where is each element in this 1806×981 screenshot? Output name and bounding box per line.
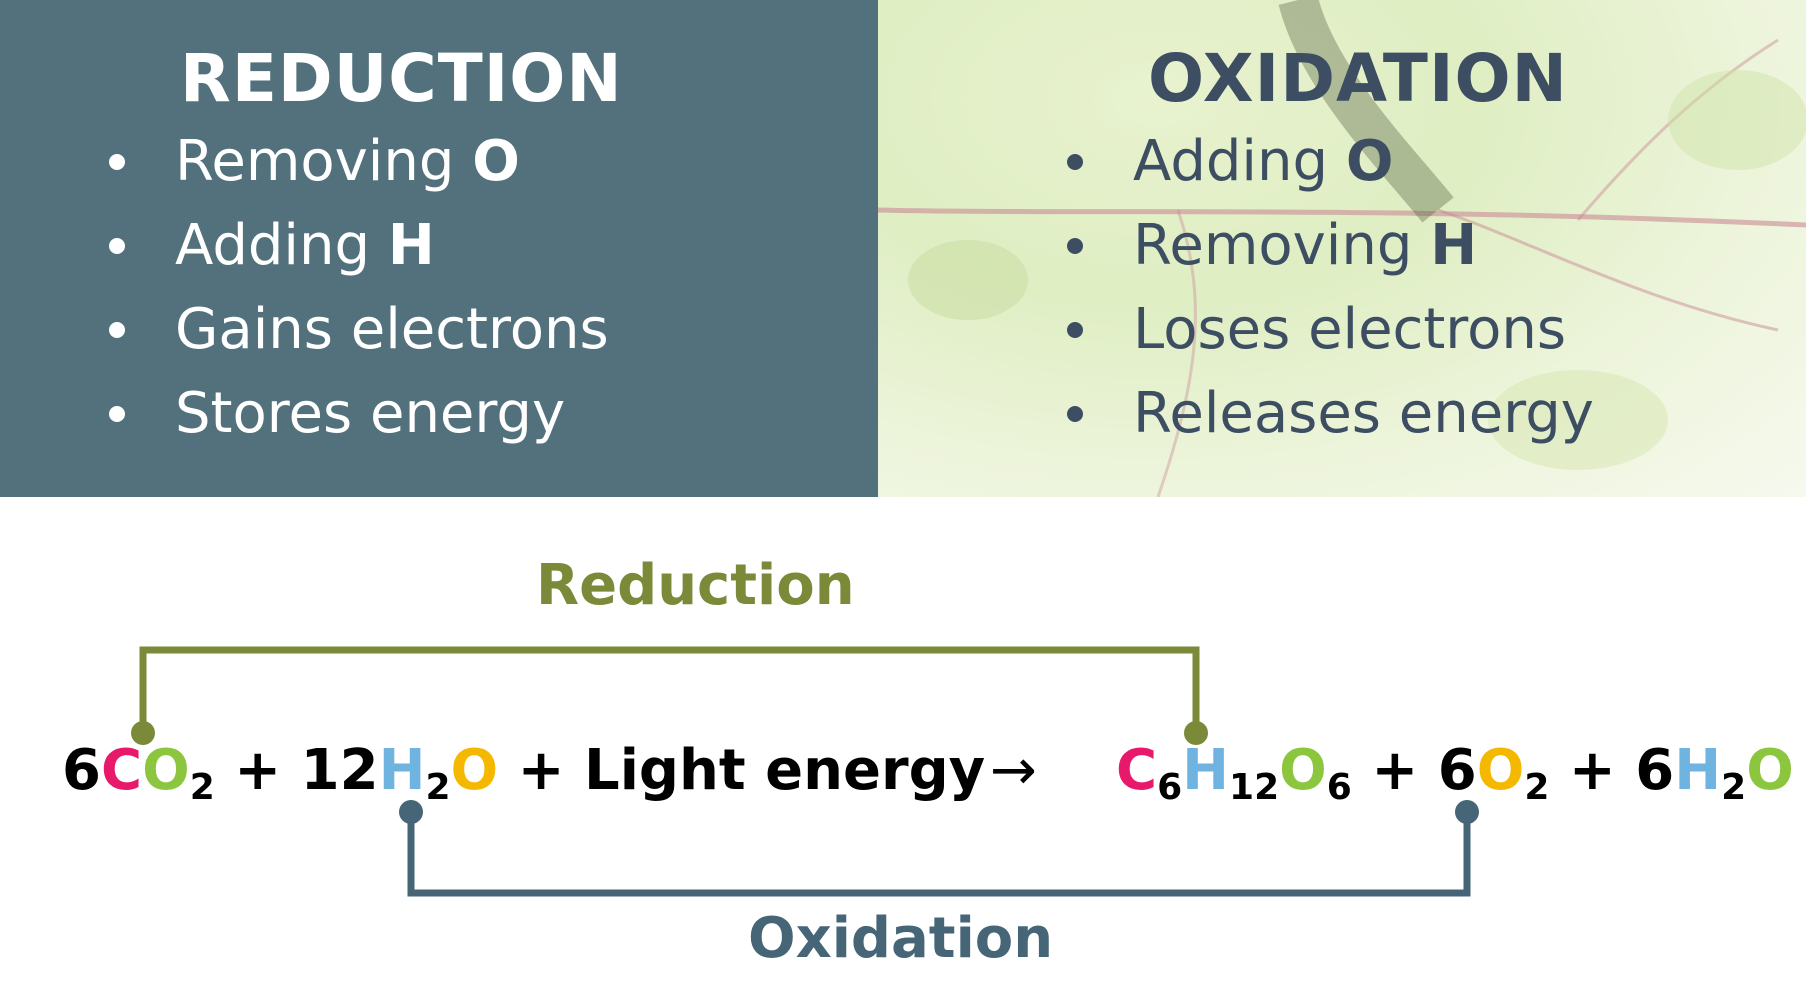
bullet-icon <box>109 154 125 170</box>
bullet-icon <box>1067 154 1083 170</box>
reduction-panel <box>0 0 878 497</box>
oxidation-label: Oxidation <box>748 906 1054 971</box>
oxidation-panel <box>878 0 1806 497</box>
oxidation-item: Removing H <box>1067 204 1594 288</box>
reduction-label: Reduction <box>536 553 855 618</box>
reduction-item-text: Gains electrons <box>175 297 609 362</box>
bullet-icon <box>109 322 125 338</box>
reduction-start-marker <box>131 721 155 745</box>
bullet-icon <box>1067 406 1083 422</box>
reduction-item-text: Adding <box>175 213 388 278</box>
oxidation-bracket <box>407 812 1471 897</box>
oxidation-item-text: Loses electrons <box>1133 297 1567 362</box>
reduction-bracket <box>139 646 1200 733</box>
oxidation-item-element: H <box>1430 213 1478 278</box>
reaction-arrow-icon: → <box>990 738 1037 803</box>
oxidation-heading: OXIDATION <box>1148 40 1568 117</box>
leaf-background-image <box>878 0 1806 497</box>
oxidation-item: Adding O <box>1067 120 1594 204</box>
oxidation-item-element: O <box>1345 129 1394 194</box>
reduction-item: Gains electrons <box>109 288 609 372</box>
reduction-item: Stores energy <box>109 372 609 456</box>
bullet-icon <box>109 238 125 254</box>
reduction-item-text: Stores energy <box>175 381 566 446</box>
oxidation-end-marker <box>1455 800 1479 824</box>
photosynthesis-equation: 6CO2 + 12H2O + Light energy → C6H12O6 + … <box>0 738 1806 808</box>
oxidation-item-text: Adding <box>1133 129 1346 194</box>
oxidation-item: Releases energy <box>1067 372 1594 456</box>
reduction-heading: REDUCTION <box>180 40 623 117</box>
oxidation-item: Loses electrons <box>1067 288 1594 372</box>
bullet-icon <box>109 406 125 422</box>
reduction-end-marker <box>1184 721 1208 745</box>
reduction-item-element: H <box>387 213 435 278</box>
reduction-item-element: O <box>472 129 520 194</box>
products-term: C6H12O6 + 6O2 + 6H2O <box>1116 738 1794 808</box>
bullet-icon <box>1067 238 1083 254</box>
co2-term: 6CO2 + 12H2O + Light energy <box>62 738 986 808</box>
reduction-item: Adding H <box>109 204 609 288</box>
reduction-list: Removing O Adding H Gains electrons Stor… <box>109 120 609 456</box>
oxidation-start-marker <box>399 800 423 824</box>
bullet-icon <box>1067 322 1083 338</box>
reduction-item: Removing O <box>109 120 609 204</box>
oxidation-item-text: Releases energy <box>1133 381 1594 446</box>
oxidation-list: Adding O Removing H Loses electrons Rele… <box>1067 120 1594 456</box>
reduction-item-text: Removing <box>175 129 473 194</box>
oxidation-item-text: Removing <box>1133 213 1431 278</box>
